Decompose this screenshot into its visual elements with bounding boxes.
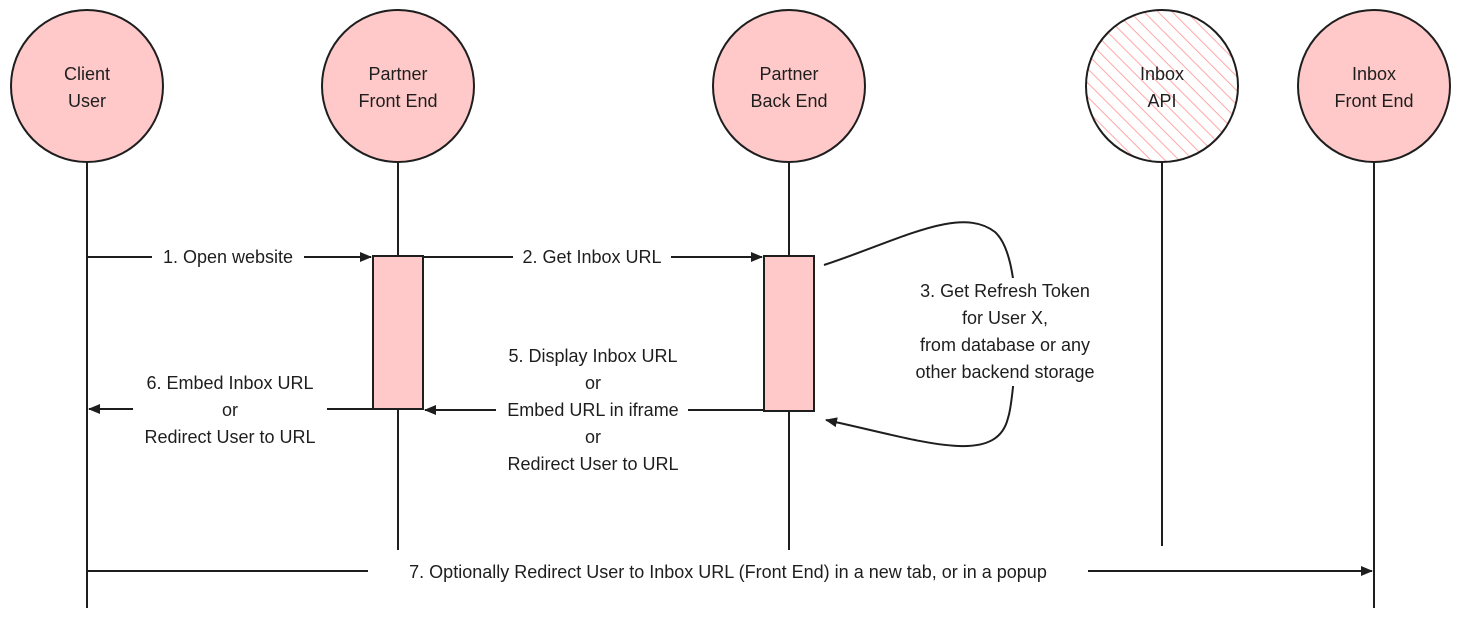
actor-client-user: Client User bbox=[10, 9, 164, 163]
actor-inbox-front-end: Inbox Front End bbox=[1297, 9, 1451, 163]
message-5-label-line: Embed URL in iframe bbox=[507, 400, 678, 420]
message-5-label-line: 5. Display Inbox URL bbox=[508, 346, 677, 366]
actor-label-line: Client bbox=[64, 64, 110, 84]
actor-partner-front-end: Partner Front End bbox=[321, 9, 475, 163]
actor-partner-back-end: Partner Back End bbox=[712, 9, 866, 163]
actor-label-line: Inbox bbox=[1352, 64, 1396, 84]
message-7-label: 7. Optionally Redirect User to Inbox URL… bbox=[409, 562, 1047, 582]
message-3-label-line: from database or any bbox=[920, 335, 1090, 355]
message-1-label: 1. Open website bbox=[163, 247, 293, 267]
actor-label-line: Front End bbox=[1334, 91, 1413, 111]
message-6-label-line: Redirect User to URL bbox=[144, 427, 315, 447]
message-6-label-line: or bbox=[222, 400, 238, 420]
actor-label-line: User bbox=[68, 91, 106, 111]
actor-label-line: Partner bbox=[368, 64, 427, 84]
message-5-label-line: or bbox=[585, 373, 601, 393]
message-3-label-line: for User X, bbox=[962, 308, 1048, 328]
message-5-label-line: Redirect User to URL bbox=[507, 454, 678, 474]
actor-inbox-api: Inbox API bbox=[1085, 9, 1239, 163]
message-3-label-line: 3. Get Refresh Token bbox=[920, 281, 1090, 301]
message-6-label-line: 6. Embed Inbox URL bbox=[146, 373, 313, 393]
message-5-label-line: or bbox=[585, 427, 601, 447]
actor-label-line: Partner bbox=[759, 64, 818, 84]
actor-label-line: Inbox bbox=[1140, 64, 1184, 84]
activation-partner-fe bbox=[372, 255, 424, 410]
message-2-label: 2. Get Inbox URL bbox=[522, 247, 661, 267]
message-3-label-line: other backend storage bbox=[915, 362, 1094, 382]
actor-label-line: Front End bbox=[358, 91, 437, 111]
actor-label-line: API bbox=[1147, 91, 1176, 111]
activation-partner-be bbox=[763, 255, 815, 412]
actor-label-line: Back End bbox=[750, 91, 827, 111]
